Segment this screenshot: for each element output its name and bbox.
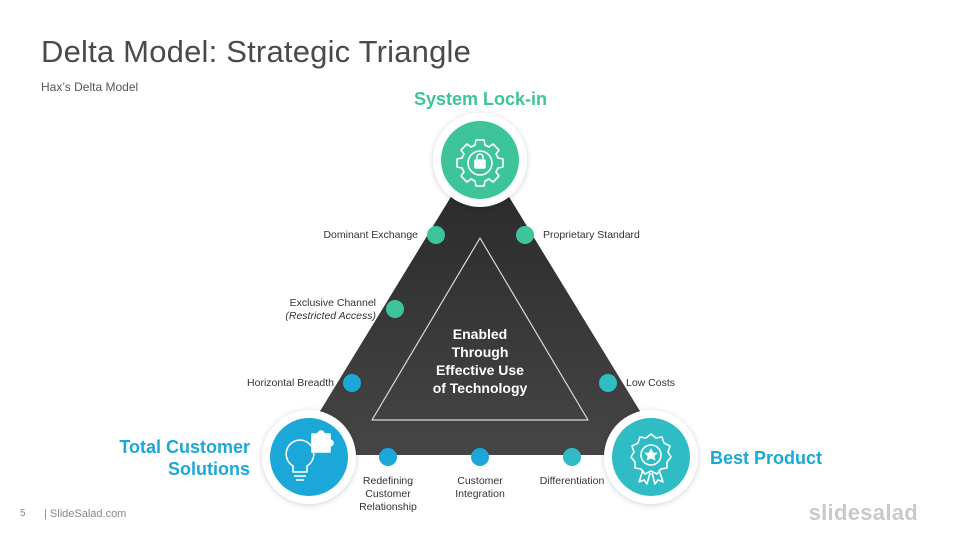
label-differentiation: Differentiation [539,475,605,487]
dot-differentiation [563,448,581,466]
brand-logo: slidesalad [808,500,918,525]
label-redefining-customer-relationship: Redefining Customer Relationship [359,475,417,514]
label-exclusive-channel: Exclusive Channel (Restricted Access) [285,297,376,323]
top-vertex-badge [433,113,527,207]
dot-dominant-exchange [427,226,445,244]
label-horizontal-breadth: Horizontal Breadth [247,377,334,389]
label-low-costs: Low Costs [626,377,676,389]
customer-integration-line1: Customer [457,475,503,487]
dot-horizontal-breadth [343,374,361,392]
left-vertex-label-line1: Total Customer [119,437,250,457]
footer-site: | SlideSalad.com [44,508,127,520]
label-proprietary-standard: Proprietary Standard [543,229,640,241]
left-vertex-label: Total Customer Solutions [90,436,250,480]
center-line1: Enabled [452,326,508,342]
dot-redefining-customer-relationship [379,448,397,466]
label-customer-integration: Customer Integration [455,475,505,501]
customer-integration-line2: Integration [455,488,505,500]
bulb-puzzle-icon [285,430,334,481]
right-vertex-badge [604,410,698,504]
redefining-line1: Redefining [362,475,414,487]
left-vertex-label-line2: Solutions [168,459,250,479]
slide-subtitle: Hax’s Delta Model [41,80,139,94]
exclusive-channel-note: (Restricted Access) [285,310,376,322]
left-vertex-badge [262,410,356,504]
center-statement: Enabled Through Effective Use of Technol… [420,325,540,397]
award-badge-icon [630,433,672,485]
dot-low-costs [599,374,617,392]
redefining-line2: Customer [365,488,411,500]
dot-proprietary-standard [516,226,534,244]
dot-customer-integration [471,448,489,466]
top-vertex-label: System Lock-in [414,89,548,109]
slide-title: Delta Model: Strategic Triangle [41,34,472,69]
label-dominant-exchange: Dominant Exchange [323,229,418,241]
center-line2: Through [451,344,509,360]
inner-triangle [371,237,589,421]
gear-lock-icon [456,139,504,187]
center-line4: of Technology [432,380,528,396]
exclusive-channel-text: Exclusive Channel [289,297,376,309]
center-line3: Effective Use [436,362,524,378]
page-number: 5 [20,508,26,519]
dot-exclusive-channel [386,300,404,318]
redefining-line3: Relationship [359,501,417,513]
right-vertex-label: Best Product [710,448,823,468]
